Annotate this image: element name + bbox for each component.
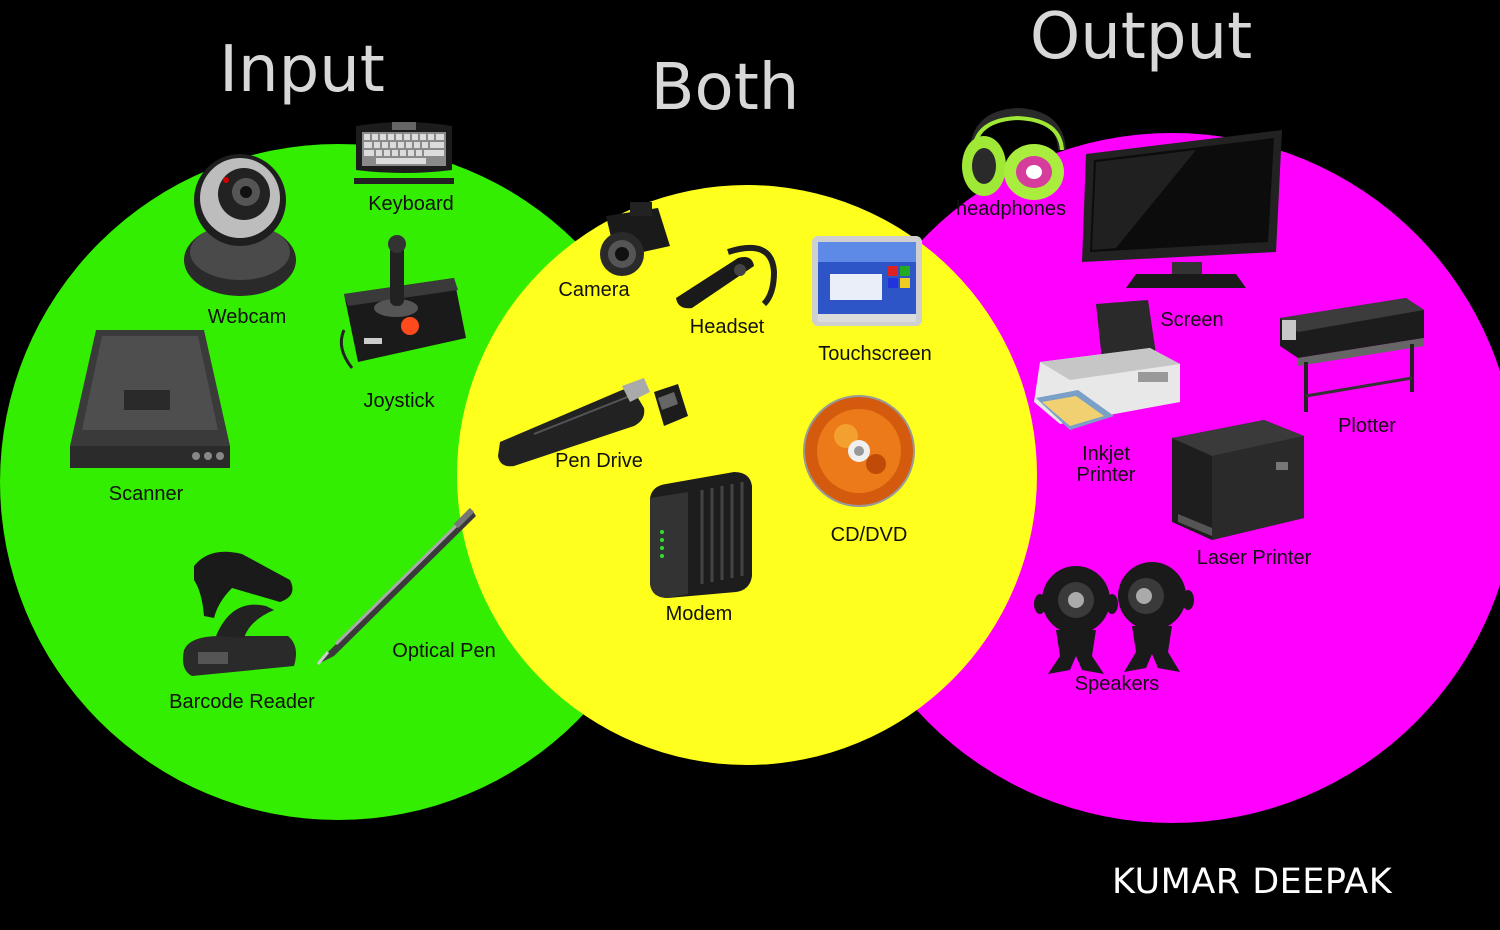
webcam-label: Webcam <box>207 306 287 328</box>
inkjet-printer-icon <box>1034 300 1180 430</box>
pen-drive-icon <box>498 378 688 467</box>
scanner-icon <box>70 330 230 468</box>
monitor-icon <box>1082 130 1282 288</box>
joystick-label: Joystick <box>363 390 435 412</box>
output-title: Output <box>1029 0 1253 74</box>
keyboard-icon <box>354 122 454 184</box>
barcode-reader-icon <box>183 551 296 676</box>
optical-pen-label: Optical Pen <box>392 640 496 662</box>
cd-dvd-icon <box>803 395 915 507</box>
both-circle <box>457 185 1037 765</box>
pen-drive-label: Pen Drive <box>555 450 643 472</box>
headset-label: Headset <box>689 316 765 338</box>
plotter-icon <box>1280 298 1424 412</box>
both-title: Both <box>650 51 800 125</box>
webcam-icon <box>184 154 296 296</box>
scanner-label: Scanner <box>108 483 184 505</box>
speakers-label: Speakers <box>1074 673 1160 695</box>
optical-pen-icon <box>316 507 476 665</box>
laser-printer-icon <box>1172 420 1304 540</box>
output-circle <box>827 133 1500 823</box>
touchscreen-icon <box>812 236 922 326</box>
camera-icon <box>600 202 670 276</box>
headphones-icon <box>962 107 1066 200</box>
barcode-reader-label: Barcode Reader <box>169 691 315 713</box>
plotter-label: Plotter <box>1338 415 1396 437</box>
cd-dvd-label: CD/DVD <box>830 524 908 546</box>
headset-icon <box>676 245 778 309</box>
touchscreen-label: Touchscreen <box>818 343 932 365</box>
headphones-label: headphones <box>955 198 1067 220</box>
laser-printer-label: Laser Printer <box>1196 547 1312 569</box>
joystick-icon <box>339 235 466 369</box>
camera-label: Camera <box>558 279 630 301</box>
modem-label: Modem <box>665 603 733 625</box>
inkjet-printer-label: Inkjet Printer <box>1076 443 1136 486</box>
author-credit: KUMAR DEEPAK <box>1112 862 1393 902</box>
speakers-icon <box>1034 562 1194 674</box>
screen-label: Screen <box>1160 309 1224 331</box>
input-title: Input <box>219 33 385 107</box>
keyboard-label: Keyboard <box>368 193 454 215</box>
modem-icon <box>650 472 752 598</box>
